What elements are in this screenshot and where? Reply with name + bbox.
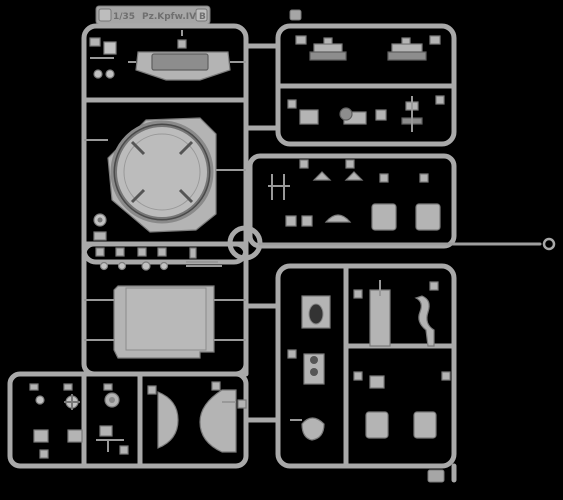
bottom-right-parts <box>287 280 451 441</box>
bottom-left-parts <box>29 383 129 459</box>
sprue-label-tab: 1/35 Pz.Kpfw.IV B <box>95 5 211 25</box>
middle-right-parts <box>268 159 441 231</box>
top-right-frame-rails <box>275 23 457 147</box>
small-parts-topleft <box>89 37 117 79</box>
frame-letter-text: B <box>199 12 206 22</box>
central-runner <box>81 43 556 483</box>
curved-plate-parts <box>147 381 247 453</box>
small-tab <box>289 9 302 21</box>
hatch-plate-part <box>128 30 246 81</box>
turret-ring-part <box>84 117 246 233</box>
washer-part <box>93 213 107 241</box>
model-text: Pz.Kpfw.IV <box>142 12 196 22</box>
bottom-right-frame-rails <box>275 263 457 469</box>
scale-text: 1/35 <box>113 12 135 22</box>
deck-plate-part <box>84 285 246 359</box>
middle-right-frame-rails <box>247 153 457 249</box>
pin-parts-row <box>95 247 222 271</box>
top-right-parts <box>287 35 445 132</box>
